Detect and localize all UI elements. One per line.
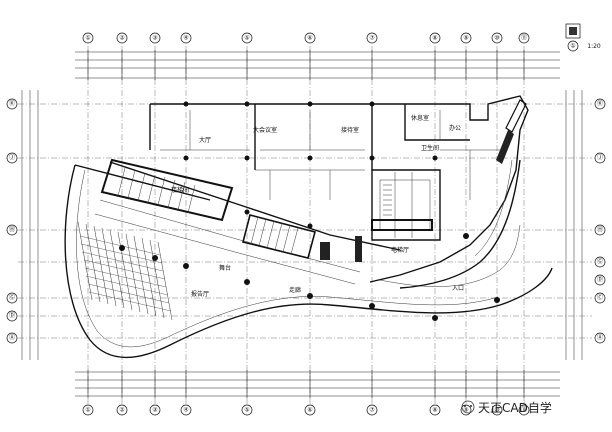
- bottom-dimension-chain: [75, 371, 560, 397]
- top-axis-labels: ① ② ③ ④ ⑤ ⑥ ⑦ ⑧ ⑨ ⑩ ⑪: [82, 32, 530, 44]
- axis-label: ③: [152, 35, 157, 42]
- room-lounge: 休息室: [411, 114, 429, 122]
- scale-label: 1:20: [587, 43, 601, 50]
- axis-label: ③: [152, 407, 157, 414]
- axis-label: Ⓒ: [597, 294, 603, 302]
- right-dimension-chain: [565, 90, 583, 360]
- axis-label: ⑩: [494, 407, 499, 414]
- left-dimension-chain: [21, 90, 39, 360]
- axis-label: Ⓙ: [597, 154, 603, 162]
- right-axis-labels: Ⓚ Ⓙ Ⓗ Ⓖ Ⓓ Ⓒ Ⓐ: [594, 98, 606, 344]
- axis-label: Ⓓ: [597, 276, 603, 284]
- axis-label: ⑨: [463, 407, 468, 414]
- room-auditorium: 报告厅: [191, 290, 209, 298]
- structural-columns: [119, 101, 500, 321]
- axis-label: ⑧: [432, 35, 437, 42]
- axis-label: ④: [183, 35, 188, 42]
- room-office: 办公: [449, 124, 461, 132]
- axis-label: Ⓚ: [9, 100, 15, 108]
- stair-block-middle: [242, 214, 316, 259]
- room-labels: 大会议室 大厅 接待室 办公 休息室 卫生间 走廊 楼梯间 电梯厅 报告厅 舞台…: [171, 114, 464, 298]
- axis-label: ⑪: [521, 34, 527, 42]
- bottom-axis-labels: ① ② ③ ④ ⑤ ⑥ ⑦ ⑧ ⑨ ⑩ ⑪: [82, 404, 530, 416]
- watermark-text: 天正CAD自学: [478, 400, 552, 415]
- axis-label: ⑦: [369, 407, 375, 414]
- axis-label: ⑥: [307, 35, 312, 42]
- stair-block-core: [371, 184, 433, 231]
- axis-label: ②: [119, 35, 125, 42]
- axis-label: Ⓓ: [9, 312, 15, 320]
- room-stage: 舞台: [219, 264, 231, 272]
- axis-label: Ⓚ: [597, 100, 603, 108]
- axis-label: ②: [119, 407, 125, 414]
- index-mark: ① 1:20: [565, 23, 601, 52]
- glass-curtain-wall: [320, 99, 527, 262]
- room-main-hall: 大会议室: [253, 126, 277, 134]
- top-dimension-chain: [75, 51, 560, 79]
- axis-label: Ⓙ: [9, 154, 15, 162]
- building-outline: [64, 95, 553, 359]
- axis-label: Ⓐ: [9, 334, 15, 342]
- axis-label: ⑧: [432, 407, 437, 414]
- axis-label: ⑪: [521, 406, 527, 414]
- axis-label: ⑥: [307, 407, 312, 414]
- room-lobby: 大厅: [199, 136, 211, 144]
- axis-label: Ⓖ: [597, 258, 603, 266]
- axis-label: ⑨: [463, 35, 468, 42]
- axis-label: ⑦: [369, 35, 375, 42]
- room-restroom: 卫生间: [421, 144, 439, 152]
- axis-label: Ⓖ: [9, 294, 15, 302]
- axis-label: ⑩: [494, 35, 499, 42]
- index-number: ①: [570, 43, 575, 50]
- auditorium-seating: [77, 221, 173, 321]
- axis-label: ⑤: [244, 407, 249, 414]
- axis-label: ①: [85, 35, 90, 42]
- room-reception: 接待室: [341, 126, 359, 134]
- stair-block-left: [100, 158, 234, 222]
- dimension-ticks: [87, 50, 525, 398]
- room-corridor: 走廊: [289, 286, 301, 294]
- room-entrance: 入口: [452, 285, 464, 292]
- axis-label: ④: [183, 407, 188, 414]
- left-axis-labels: Ⓚ Ⓙ Ⓗ Ⓖ Ⓓ Ⓐ: [6, 98, 18, 344]
- room-elevator: 电梯厅: [391, 246, 409, 254]
- room-stair: 楼梯间: [171, 186, 189, 194]
- axis-label: Ⓗ: [597, 226, 603, 234]
- watermark: 天正CAD自学: [461, 400, 552, 415]
- axis-label: Ⓐ: [597, 334, 603, 342]
- axis-label: ①: [85, 407, 90, 414]
- axis-label: ⑤: [244, 35, 249, 42]
- axis-label: Ⓗ: [9, 226, 15, 234]
